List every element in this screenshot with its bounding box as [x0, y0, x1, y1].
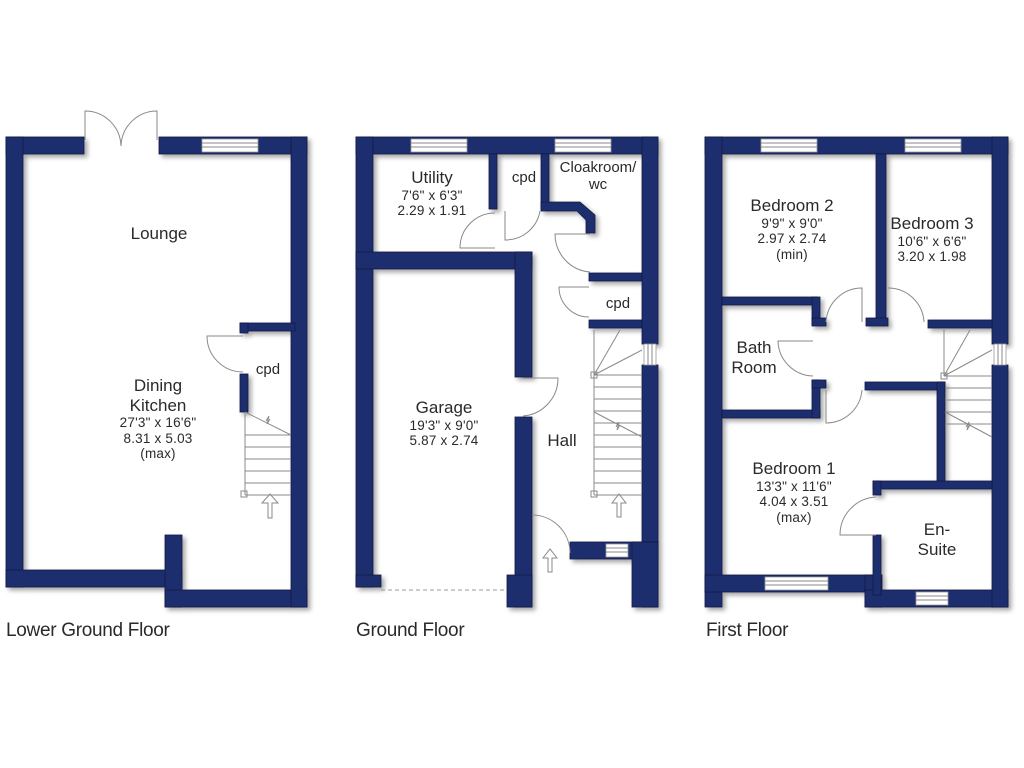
stairs [240, 411, 292, 519]
room-dimensions-imperial: 19'3" x 9'0" [409, 417, 479, 433]
room-dimensions-metric: 3.20 x 1.98 [897, 249, 967, 265]
room-name: Bedroom 2 [750, 196, 834, 215]
room-name: cpd [511, 169, 537, 186]
room-label-en-suite: En- Suite [918, 520, 957, 559]
room-name-line2: Suite [917, 539, 957, 559]
room-dimensions-note: (max) [140, 446, 176, 462]
room-dimensions-imperial: 13'3" x 11'6" [756, 478, 832, 494]
room-name: Utility [411, 168, 453, 187]
room-label-cpd: cpd [606, 295, 630, 312]
room-dimensions-imperial: 9'9" x 9'0" [761, 215, 823, 231]
up-arrow-icon [260, 493, 280, 519]
room-label-dining-kitchen: Dining Kitchen 27'3" x 16'6" 8.31 x 5.03… [120, 376, 197, 462]
room-label-hall: Hall [547, 431, 576, 451]
room-name: Bath [736, 338, 772, 357]
room-name-line2: wc [588, 176, 608, 194]
ground-floor-plan [355, 136, 659, 608]
up-arrow-icon [610, 493, 628, 518]
room-label-cloakroom-wc: Cloakroom/ wc [560, 159, 637, 194]
room-dimensions-imperial: 10'6" x 6'6" [897, 233, 967, 249]
room-name: Bedroom 3 [890, 214, 974, 233]
room-dimensions-note: (max) [776, 509, 812, 525]
floor-title-lower-ground: Lower Ground Floor [6, 620, 170, 641]
room-name-line2: Room [731, 357, 777, 377]
room-name: Dining [133, 376, 183, 395]
first-floor-plan [704, 136, 1009, 608]
room-name: Hall [547, 431, 577, 450]
room-name-line2: Kitchen [129, 395, 187, 415]
room-dimensions-metric: 5.87 x 2.74 [409, 433, 479, 449]
entrance-arrow-icon [541, 548, 559, 573]
room-label-bath-room: Bath Room [731, 338, 776, 377]
room-name: Lounge [130, 224, 188, 243]
room-name: Cloakroom/ [559, 159, 637, 176]
room-dimensions-note: (min) [776, 246, 808, 262]
room-dimensions-imperial: 7'6" x 6'3" [401, 187, 463, 203]
room-name: Garage [415, 398, 473, 417]
room-label-cpd: cpd [512, 169, 536, 186]
room-dimensions-metric: 2.97 x 2.74 [757, 231, 827, 247]
lower-ground-floor-plan [5, 110, 308, 608]
room-label-lounge: Lounge [131, 224, 188, 244]
stairs [541, 329, 643, 573]
room-label-bedroom-1: Bedroom 1 13'3" x 11'6" 4.04 x 3.51 (max… [752, 459, 835, 525]
room-name: En- [923, 520, 951, 539]
room-label-bedroom-3: Bedroom 3 10'6" x 6'6" 3.20 x 1.98 [890, 214, 973, 265]
room-dimensions-imperial: 27'3" x 16'6" [119, 415, 197, 431]
room-name: cpd [605, 295, 631, 312]
floor-title-first: First Floor [706, 620, 789, 641]
room-label-cpd: cpd [256, 361, 280, 378]
room-label-utility: Utility 7'6" x 6'3" 2.29 x 1.91 [397, 168, 466, 219]
room-name: Bedroom 1 [752, 459, 836, 478]
stairs [940, 328, 993, 438]
room-dimensions-metric: 2.29 x 1.91 [397, 203, 467, 219]
room-label-bedroom-2: Bedroom 2 9'9" x 9'0" 2.97 x 2.74 (min) [750, 196, 833, 262]
room-dimensions-metric: 8.31 x 5.03 [123, 430, 193, 446]
room-name: cpd [255, 361, 281, 378]
floor-title-ground: Ground Floor [356, 620, 465, 641]
room-dimensions-metric: 4.04 x 3.51 [759, 494, 829, 510]
room-label-garage: Garage 19'3" x 9'0" 5.87 x 2.74 [409, 398, 478, 449]
